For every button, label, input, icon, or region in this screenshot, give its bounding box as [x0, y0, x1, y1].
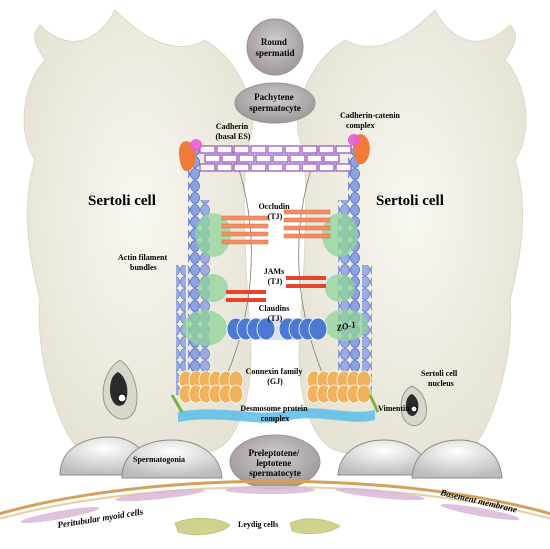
label-zo1: ZO-1 [335, 319, 357, 333]
actin-bundle-right-3 [362, 265, 372, 395]
actin-bundle-left-2 [200, 200, 210, 400]
actin-bundle-left [188, 148, 200, 398]
label-cadherin-basal-es: Cadherin (basal ES) [216, 122, 251, 141]
label-desmosome-protein-complex: Desmosome protein complex [240, 404, 309, 423]
desmosome-complex [178, 408, 375, 423]
occludin-tj [221, 209, 331, 245]
sertoli-nucleus-right [400, 385, 427, 427]
label-sertoli-cell-right: Sertoli cell [376, 193, 444, 209]
cadherin-catenin-complex-right [348, 134, 370, 165]
jams-tj [226, 276, 326, 302]
round-spermatid [246, 18, 304, 76]
label-cadherin-catenin-complex: Cadherin-catenin complex [340, 111, 402, 130]
vimentin-filaments [170, 394, 380, 413]
actin-bundle-left-3 [176, 265, 186, 395]
claudins-tj [226, 317, 328, 341]
label-vimentin: Vimentin [378, 404, 410, 413]
label-occludin-tj: Occludin (TJ) [258, 202, 291, 221]
cadherin-basal-es [199, 145, 352, 172]
peritubular-myoid-cells [20, 486, 520, 523]
label-pachytene-spermatocyte: Pachytene spermatocyte [249, 92, 300, 113]
label-preleptotene-spermatocyte: Preleptotene/ leptotene spermatocyte [248, 448, 301, 478]
connexin-gj [178, 370, 372, 404]
label-spermatogonia: Spermatogonia [133, 455, 185, 464]
label-sertoli-cell-left: Sertoli cell [88, 193, 156, 209]
label-claudins-tj: Claudins (TJ) [259, 304, 292, 323]
label-connexin-family-gj: Connexin family (GJ) [246, 367, 305, 386]
leydig-cells [174, 517, 341, 536]
label-round-spermatid: Round spermatid [256, 37, 295, 58]
basement-membrane [0, 479, 550, 516]
cadherin-catenin-complex-left [178, 139, 202, 172]
sertoli-nucleus-left [102, 359, 138, 420]
spermatogonium-2 [121, 439, 223, 479]
zo1-adaptors [183, 213, 368, 346]
label-sertoli-cell-nucleus: Sertoli cell nucleus [421, 369, 459, 388]
label-jams-tj: JAMs (TJ) [264, 267, 286, 286]
actin-bundle-right [348, 148, 360, 398]
pachytene-spermatocyte [234, 82, 316, 124]
label-actin-filament-bundles: Actin filament bundles [118, 253, 169, 272]
spermatogonium-4 [411, 439, 503, 479]
label-leydig-cells: Leydig cells [238, 520, 278, 529]
